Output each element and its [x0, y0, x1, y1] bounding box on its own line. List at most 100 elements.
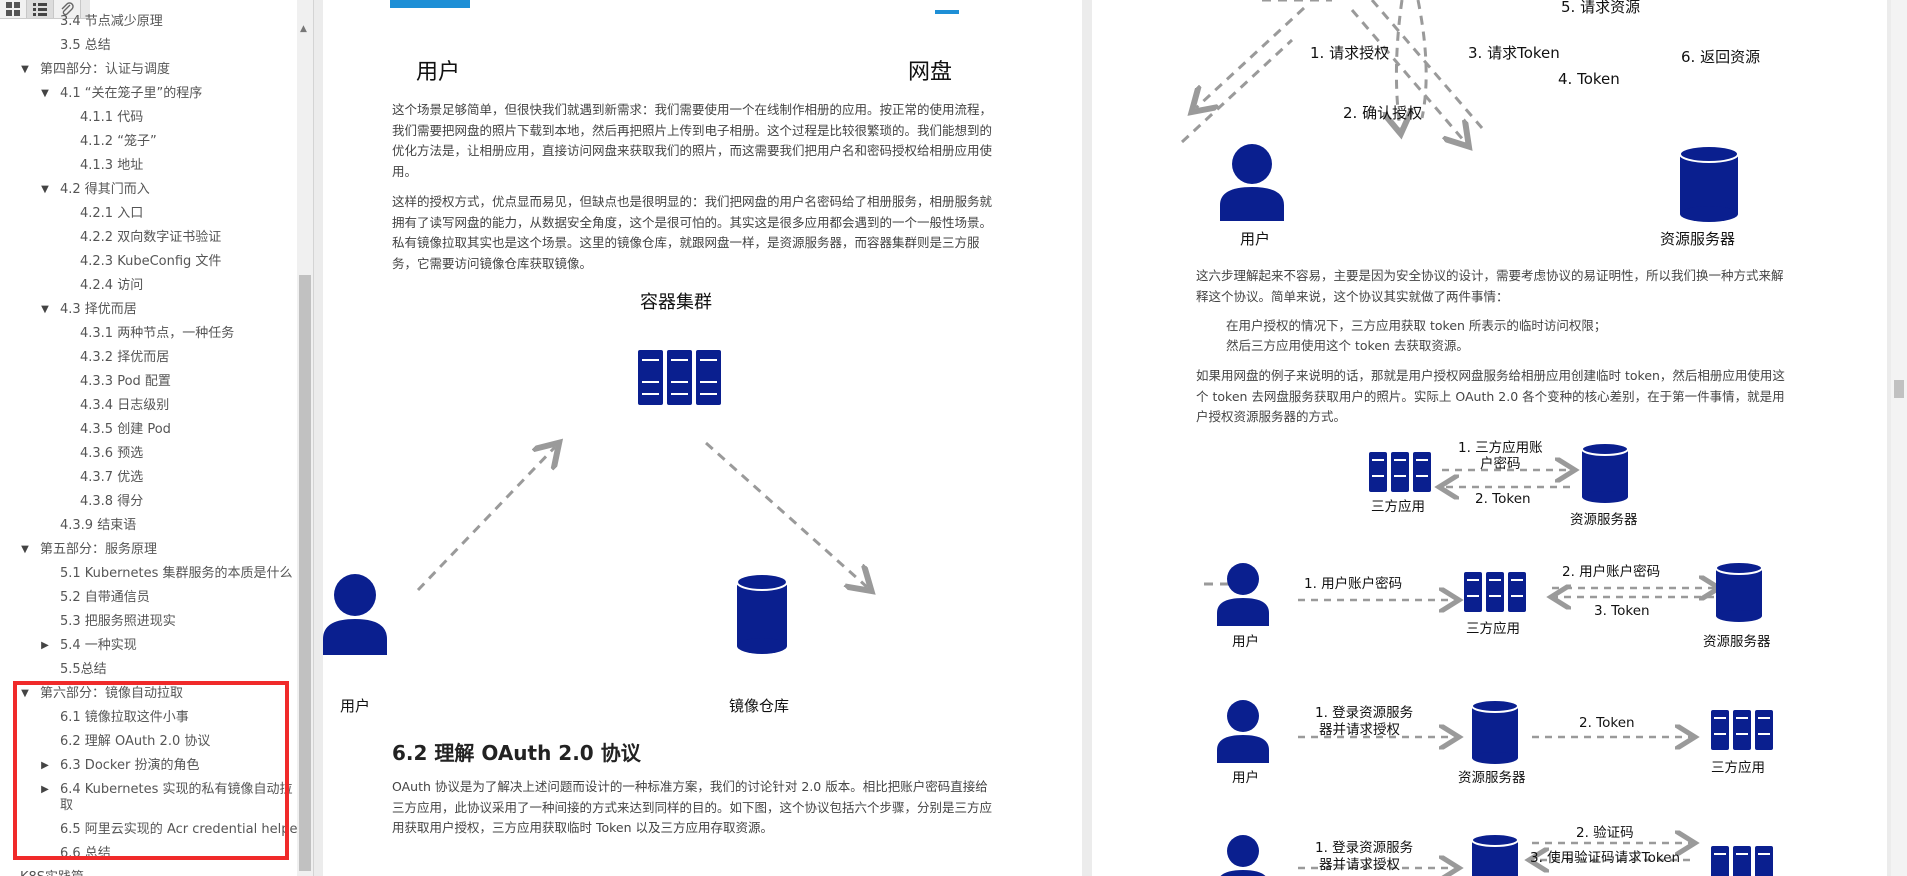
label-container-cluster: 容器集群: [640, 292, 712, 313]
expand-toggle-icon[interactable]: ▼: [21, 64, 29, 75]
outline-item-label: 4.1.2 “笼子”: [80, 134, 157, 149]
outline-item-label: 第四部分：认证与调度: [40, 62, 171, 77]
outline-item-label: 4.3.2 择优而居: [80, 350, 170, 365]
outline-item[interactable]: 4.2.2 双向数字证书验证: [0, 226, 292, 250]
outline-item[interactable]: 4.3.6 预选: [0, 442, 292, 466]
outline-item[interactable]: 4.3.8 得分: [0, 490, 292, 514]
outline-item-label: 4.3.8 得分: [80, 494, 144, 509]
outline-item-label: 6.4 Kubernetes 实现的私有镜像自动拉: [60, 782, 293, 797]
outline-item[interactable]: 4.3.5 创建 Pod: [0, 418, 292, 442]
expand-toggle-icon[interactable]: ▼: [41, 184, 49, 195]
arrow-label: 器并请求授权: [1319, 722, 1400, 738]
outline-item[interactable]: 4.3.2 择优而居: [0, 346, 292, 370]
outline-item[interactable]: 3.5 总结: [0, 34, 292, 58]
outline-item[interactable]: ▼第六部分：镜像自动拉取: [0, 682, 292, 706]
server-cluster-icon: [1711, 846, 1773, 876]
label-resource-server: 资源服务器: [1703, 634, 1771, 650]
outline-item[interactable]: ▶ 5.4 一种实现: [0, 634, 292, 658]
outline-item[interactable]: 5.5总结: [0, 658, 292, 682]
database-icon: [1715, 561, 1763, 622]
server-cluster-icon: [638, 350, 721, 405]
outline-item-label: 3.5 总结: [60, 38, 111, 53]
section-heading: 6.2 理解 OAuth 2.0 协议: [392, 741, 641, 765]
outline-item-label: 4.1.1 代码: [80, 110, 144, 125]
scroll-up-icon[interactable]: ▲: [300, 24, 307, 34]
outline-item-label: 5.1 Kubernetes 集群服务的本质是什么: [60, 566, 293, 581]
outline-item[interactable]: ▼4.2 得其门而入: [0, 178, 292, 202]
list-icon: [33, 3, 47, 16]
collapse-toggle-icon[interactable]: ▶: [41, 760, 49, 771]
outline-item-label: 4.3.9 结束语: [60, 518, 137, 533]
outline-item-label: 5.3 把服务照进现实: [60, 614, 176, 629]
label-third-party-app: 三方应用: [1466, 621, 1520, 637]
outline-item[interactable]: 4.1.2 “笼子”: [0, 130, 292, 154]
label-user: 用户: [416, 60, 461, 85]
outline-item[interactable]: 4.3.7 优选: [0, 466, 292, 490]
outline-item[interactable]: 5.1 Kubernetes 集群服务的本质是什么: [0, 562, 293, 586]
outline-item-label: K8S实践篇: [20, 866, 84, 876]
outline-item[interactable]: 4.2.4 访问: [0, 274, 292, 298]
paragraph: 这个场景足够简单，但很快我们就遇到新需求：我们需要使用一个在线制作相册的应用。按…: [392, 102, 993, 179]
indented-line: 在用户授权的情况下，三方应用获取 token 所表示的临时访问权限；: [1226, 318, 1607, 333]
outline-item[interactable]: 5.3 把服务照进现实: [0, 610, 292, 634]
arrow-label: 3. 使用验证码请求Token: [1530, 850, 1681, 866]
outline-item[interactable]: ▼ 4.3 择优而居: [0, 298, 292, 322]
outline-item-label: 4.3 择优而居: [60, 302, 137, 317]
outline-view-button[interactable]: [27, 0, 54, 18]
outline-item-label: 4.2.2 双向数字证书验证: [80, 230, 222, 245]
sidebar-scrollbar[interactable]: ▲: [297, 0, 313, 876]
thumbnails-view-button[interactable]: [0, 0, 27, 18]
outline-item[interactable]: ▼ 第四部分：认证与调度: [0, 58, 292, 82]
outline-item[interactable]: 4.2.1 入口: [0, 202, 292, 226]
paragraph: 这六步理解起来不容易，主要是因为安全协议的设计，需要考虑协议的易证明性，所以我们…: [1196, 268, 1784, 304]
outline-sidebar: 3.4 节点减少原理 3.5 总结 ▼ 第四部分：认证与调度 ▼4.1 “关在笼子里”的…: [0, 0, 314, 876]
outline-item-label: 4.3.5 创建 Pod: [80, 422, 171, 437]
arrow-label: 1. 用户账户密码: [1304, 576, 1403, 592]
outline-item-label: 5.5总结: [60, 662, 107, 677]
outline-item[interactable]: 6.5 阿里云实现的 Acr credential helper: [0, 818, 303, 842]
outline-item-label: 3.4 节点减少原理: [60, 14, 163, 29]
top-image-fragment: [390, 0, 470, 8]
main-scrollbar[interactable]: [1891, 0, 1907, 876]
paragraph: OAuth 协议是为了解决上述问题而设计的一种标准方案，我们的讨论针对 2.0 …: [392, 779, 993, 835]
arrow-label: 1. 登录资源服务: [1315, 840, 1414, 856]
expand-toggle-icon[interactable]: ▼: [41, 88, 49, 99]
outline-item[interactable]: K8S实践篇: [0, 866, 292, 876]
outline-item-label: 4.3.1 两种节点，一种任务: [80, 326, 235, 341]
flow-arrows: [1180, 0, 1484, 586]
outline-item[interactable]: 4.3.3 Pod 配置: [0, 370, 292, 394]
database-icon: [1471, 833, 1519, 876]
outline-item[interactable]: 4.3.9 结束语: [0, 514, 292, 538]
outline-item[interactable]: ▶ 6.4 Kubernetes 实现的私有镜像自动拉取: [0, 778, 292, 818]
main-scroll-thumb[interactable]: [1894, 380, 1904, 398]
outline-item-label: 5.4 一种实现: [60, 638, 137, 653]
expand-toggle-icon[interactable]: ▼: [41, 304, 49, 315]
server-cluster-icon: [1464, 572, 1526, 612]
outline-item[interactable]: 4.3.4 日志级别: [0, 394, 292, 418]
outline-item[interactable]: ▼4.1 “关在笼子里”的程序: [0, 82, 292, 106]
label-user: 用户: [1232, 634, 1259, 650]
sidebar-scroll-thumb[interactable]: [299, 275, 311, 871]
outline-item[interactable]: 5.2 自带通信员: [0, 586, 292, 610]
server-cluster-icon: [1369, 452, 1431, 492]
collapse-toggle-icon[interactable]: ▶: [41, 640, 49, 651]
outline-item[interactable]: ▶6.3 Docker 扮演的角色: [0, 754, 292, 778]
arrows: [416, 0, 1082, 876]
document-page-left: 用户 网盘 这个场景足够简单，但很快我们就遇到新需求：我们需要使用一个在线制作相…: [323, 0, 1082, 876]
outline-item[interactable]: 6.1 镜像拉取这件小事: [0, 706, 292, 730]
expand-toggle-icon[interactable]: ▼: [21, 544, 29, 555]
outline-item[interactable]: 4.2.3 KubeConfig 文件: [0, 250, 292, 274]
outline-item-label-wrap: 取: [60, 798, 74, 813]
database-icon: [736, 573, 788, 654]
step-label: 5. 请求资源: [1561, 0, 1641, 16]
arrow-label: 2. 用户账户密码: [1562, 564, 1661, 580]
outline-item[interactable]: 4.1.3 地址: [0, 154, 292, 178]
outline-item[interactable]: 4.3.1 两种节点，一种任务: [0, 322, 292, 346]
outline-item[interactable]: ▼第五部分：服务原理: [0, 538, 292, 562]
expand-toggle-icon[interactable]: ▼: [21, 688, 29, 699]
collapse-toggle-icon[interactable]: ▶: [41, 784, 49, 795]
outline-item[interactable]: 6.2 理解 OAuth 2.0 协议: [0, 730, 292, 754]
outline-item[interactable]: 4.1.1 代码: [0, 106, 292, 130]
outline-item[interactable]: 3.4 节点减少原理: [0, 10, 292, 34]
attachments-view-button[interactable]: [54, 0, 81, 18]
